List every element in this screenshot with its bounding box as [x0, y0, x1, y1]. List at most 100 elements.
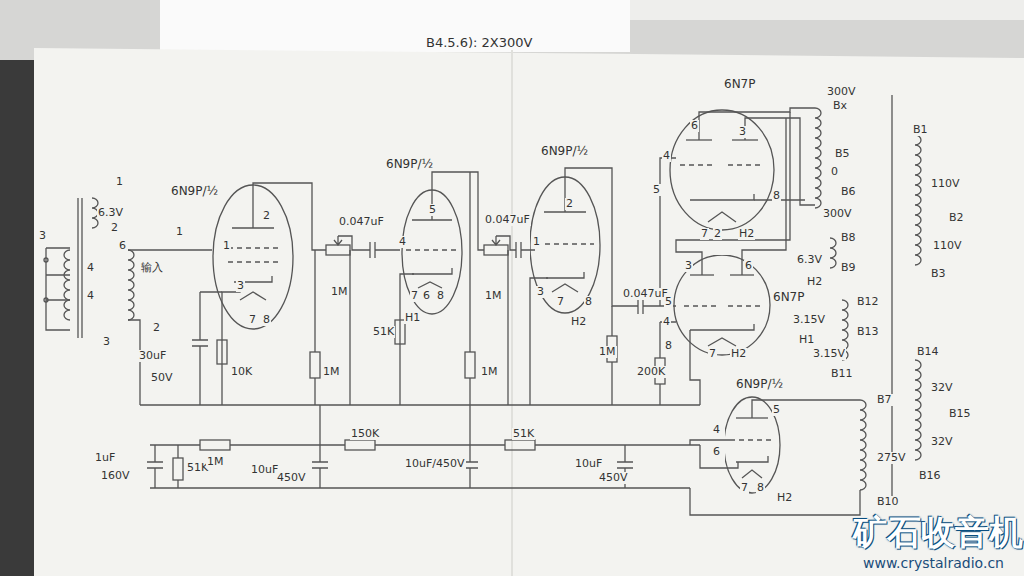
component-label: H2 — [730, 348, 747, 360]
component-label: 1uF — [94, 452, 116, 464]
component-label: 7 — [556, 296, 565, 308]
component-label: 6.3V — [97, 207, 124, 219]
component-label: B12 — [856, 296, 880, 308]
component-label: 7 — [740, 482, 749, 494]
component-label: 450V — [598, 472, 629, 484]
component-label: 2 — [152, 322, 161, 334]
component-label: 0.047uF — [622, 288, 669, 300]
component-label: 7 — [248, 314, 257, 326]
component-label: 1M — [330, 286, 349, 298]
component-label: 1M — [206, 456, 225, 468]
vacuum-tube: 6N7P — [668, 75, 778, 235]
component-label: 8 — [664, 340, 673, 352]
component-label: 3 — [738, 126, 747, 138]
component-label: 150K — [350, 428, 380, 440]
tube-envelope — [668, 75, 778, 235]
component-label: 6 — [118, 240, 127, 252]
component-label: 8 — [756, 482, 765, 494]
component-label: B6 — [840, 186, 857, 198]
component-label: 7 — [708, 348, 717, 360]
component-label: 110V — [932, 240, 963, 252]
component-label: 10uF/450V — [404, 458, 466, 470]
component-label: 110V — [930, 178, 961, 190]
component-label: 10K — [230, 366, 253, 378]
component-label: 1M — [484, 290, 503, 302]
tube-type: 6N7P — [772, 291, 805, 304]
component-label: 2 — [262, 210, 271, 222]
component-label: 2 — [713, 228, 722, 240]
component-label: 2 — [110, 222, 119, 234]
component-label: 4 — [398, 236, 407, 248]
component-label: 8 — [436, 290, 445, 302]
component-label: 1M — [598, 346, 617, 358]
component-label: 3 — [536, 286, 545, 298]
component-label: 7 — [700, 228, 709, 240]
component-label: 160V — [100, 470, 131, 482]
component-label: 50V — [150, 372, 174, 384]
component-label: B10 — [876, 496, 900, 508]
component-label: 275V — [876, 452, 907, 464]
component-label: B13 — [856, 326, 880, 338]
vacuum-tube: 6N9P/½ — [165, 180, 295, 335]
component-label: H1 — [404, 312, 421, 324]
component-label: B5 — [834, 148, 851, 160]
component-label: 输入 — [140, 262, 164, 274]
component-label: 30uF — [138, 350, 167, 362]
component-label: 6 — [422, 290, 431, 302]
component-label: 3 — [102, 336, 111, 348]
component-label: 0 — [830, 166, 839, 178]
component-label: 32V — [930, 436, 954, 448]
component-label: 6 — [744, 260, 753, 272]
component-label: 2 — [565, 198, 574, 210]
component-label: 32V — [930, 382, 954, 394]
component-label: 3 — [684, 260, 693, 272]
component-label: 0.047uF — [484, 214, 531, 226]
component-label: B1 — [912, 124, 929, 136]
component-label: 4 — [662, 316, 671, 328]
component-label: 3 — [38, 230, 47, 242]
component-label: 6 — [690, 120, 699, 132]
component-label: 0.047uF — [338, 216, 385, 228]
tube-envelope — [165, 180, 295, 335]
component-label: H2 — [570, 316, 587, 328]
component-label: 51K — [372, 326, 395, 338]
component-label: B14 — [916, 346, 940, 358]
component-label: H2 — [738, 228, 755, 240]
component-label: 7 — [410, 290, 419, 302]
component-label: B9 — [840, 262, 857, 274]
component-label: 10uF — [574, 458, 603, 470]
component-label: 5 — [652, 184, 661, 196]
component-label: 4 — [712, 424, 721, 436]
component-label: 4 — [86, 290, 95, 302]
component-label: 300V — [826, 86, 857, 98]
watermark-url: www.crystalradio.cn — [862, 556, 1005, 571]
component-label: 300V — [822, 208, 853, 220]
tube-type: 6N9P/½ — [170, 185, 219, 198]
component-label: 3 — [236, 280, 245, 292]
component-label: B11 — [830, 368, 854, 380]
component-label: 51K — [512, 428, 535, 440]
component-label: 8 — [262, 314, 271, 326]
component-label: 8 — [584, 296, 593, 308]
component-label: 5 — [772, 404, 781, 416]
component-label: H1 — [798, 334, 815, 346]
component-label: B15 — [948, 408, 972, 420]
component-label: 4 — [86, 262, 95, 274]
component-label: 6.3V — [796, 254, 823, 266]
component-label: B3 — [930, 268, 947, 280]
component-label: 3.15V — [812, 348, 846, 360]
tube-type: 6N9P/½ — [540, 145, 589, 158]
component-label: 8 — [772, 190, 781, 202]
component-label: 5 — [428, 204, 437, 216]
tube-type: 6N9P/½ — [735, 378, 784, 391]
component-label: 450V — [276, 472, 307, 484]
component-label: B7 — [876, 394, 893, 406]
component-label: Bx — [832, 100, 848, 112]
component-label: 200K — [636, 366, 666, 378]
component-label: 10uF — [250, 464, 279, 476]
component-label: H2 — [776, 492, 793, 504]
watermark: 矿石收音机 — [852, 514, 1024, 551]
tube-envelope — [725, 376, 815, 496]
component-label: 6 — [712, 446, 721, 458]
